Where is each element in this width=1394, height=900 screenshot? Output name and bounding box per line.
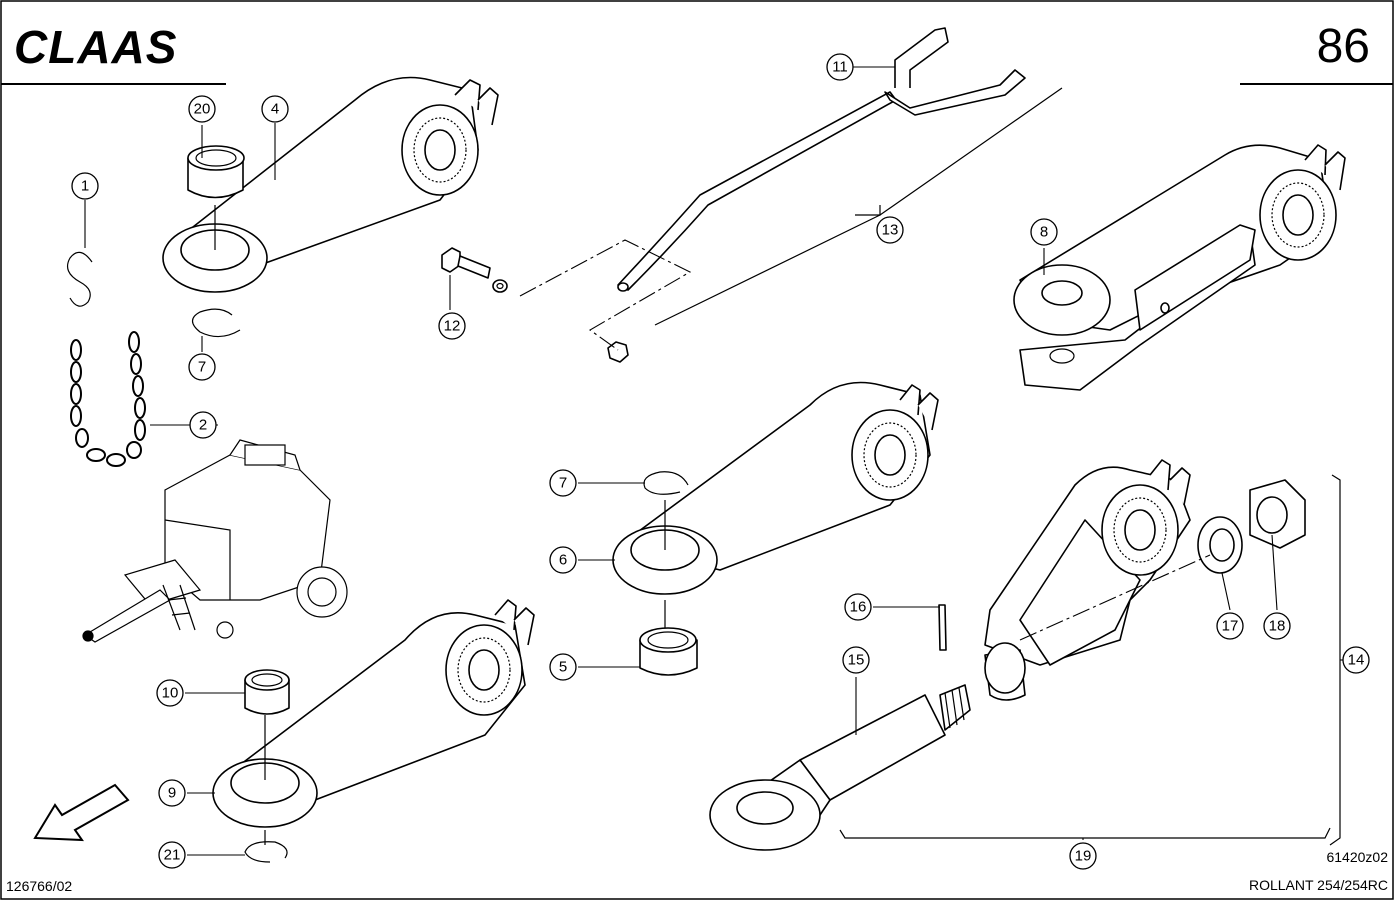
callout-16: 16 <box>844 593 872 621</box>
callout-9: 9 <box>158 779 186 807</box>
callout-13: 13 <box>876 216 904 244</box>
svg-text:6: 6 <box>559 552 567 569</box>
round-baler-thumbnail-icon <box>82 439 348 643</box>
svg-text:7: 7 <box>198 359 206 376</box>
pin-part-16 <box>938 604 947 651</box>
svg-text:9: 9 <box>168 785 176 802</box>
svg-text:1: 1 <box>81 178 89 195</box>
callout-20: 20 <box>188 95 216 123</box>
callout-6: 6 <box>549 546 577 574</box>
bushing-part-20 <box>187 145 245 199</box>
svg-text:21: 21 <box>164 847 181 864</box>
svg-text:8: 8 <box>1040 224 1048 241</box>
callout-11: 11 <box>826 53 854 81</box>
callout-8: 8 <box>1030 218 1058 246</box>
arm-part-4 <box>162 76 499 293</box>
callout-19: 19 <box>1069 842 1097 870</box>
svg-text:13: 13 <box>882 222 899 239</box>
svg-text:11: 11 <box>832 59 848 76</box>
svg-text:2: 2 <box>199 417 207 434</box>
callout-15: 15 <box>842 646 870 674</box>
callout-18: 18 <box>1263 612 1291 640</box>
drawing-code: 61420z02 <box>1326 849 1388 865</box>
callout-7-top: 7 <box>188 353 216 381</box>
forward-direction-arrow-icon <box>33 783 130 842</box>
bushing-part-10 <box>244 669 290 715</box>
snap-ring-part-7-middle <box>643 471 689 495</box>
arm-assembly-part-14 <box>984 459 1191 701</box>
svg-text:18: 18 <box>1269 618 1286 635</box>
washer-part-17 <box>1197 516 1243 574</box>
svg-text:10: 10 <box>162 685 179 702</box>
callout-5: 5 <box>549 653 577 681</box>
arm-part-6 <box>612 381 939 630</box>
callout-21: 21 <box>158 841 186 869</box>
callout-2: 2 <box>189 411 217 439</box>
callout-4: 4 <box>261 95 289 123</box>
svg-text:5: 5 <box>559 659 567 676</box>
nut-part-18 <box>1249 479 1306 549</box>
page-number: 86 <box>1317 20 1370 73</box>
callout-17: 17 <box>1216 612 1244 640</box>
svg-text:7: 7 <box>559 475 567 492</box>
callout-1: 1 <box>71 172 99 200</box>
tie-rod-part-15 <box>709 684 971 851</box>
model-name: ROLLANT 254/254RC <box>1249 877 1388 893</box>
control-rod-part-11 <box>617 27 1026 292</box>
snap-ring-part-7 <box>191 308 241 338</box>
svg-text:16: 16 <box>850 599 867 616</box>
bushing-part-5 <box>639 627 698 676</box>
document-code: 126766/02 <box>6 878 72 894</box>
svg-text:19: 19 <box>1075 848 1092 865</box>
callout-10: 10 <box>156 679 184 707</box>
callout-7-middle: 7 <box>549 469 577 497</box>
callout-12: 12 <box>438 312 466 340</box>
callout-14: 14 <box>1342 646 1370 674</box>
svg-text:17: 17 <box>1222 618 1239 635</box>
svg-text:12: 12 <box>444 318 461 335</box>
svg-text:15: 15 <box>848 652 865 669</box>
svg-text:20: 20 <box>194 101 211 118</box>
svg-text:4: 4 <box>271 101 279 118</box>
arm-part-8 <box>1013 144 1346 391</box>
svg-text:14: 14 <box>1348 652 1365 669</box>
bolt-part-12 <box>441 247 508 293</box>
snap-ring-part-21 <box>244 841 288 863</box>
chain-part-2 <box>70 331 146 467</box>
s-hook-part-1 <box>67 251 93 307</box>
brand-logo: CLAAS <box>14 21 177 73</box>
arm-part-9 <box>212 599 535 845</box>
